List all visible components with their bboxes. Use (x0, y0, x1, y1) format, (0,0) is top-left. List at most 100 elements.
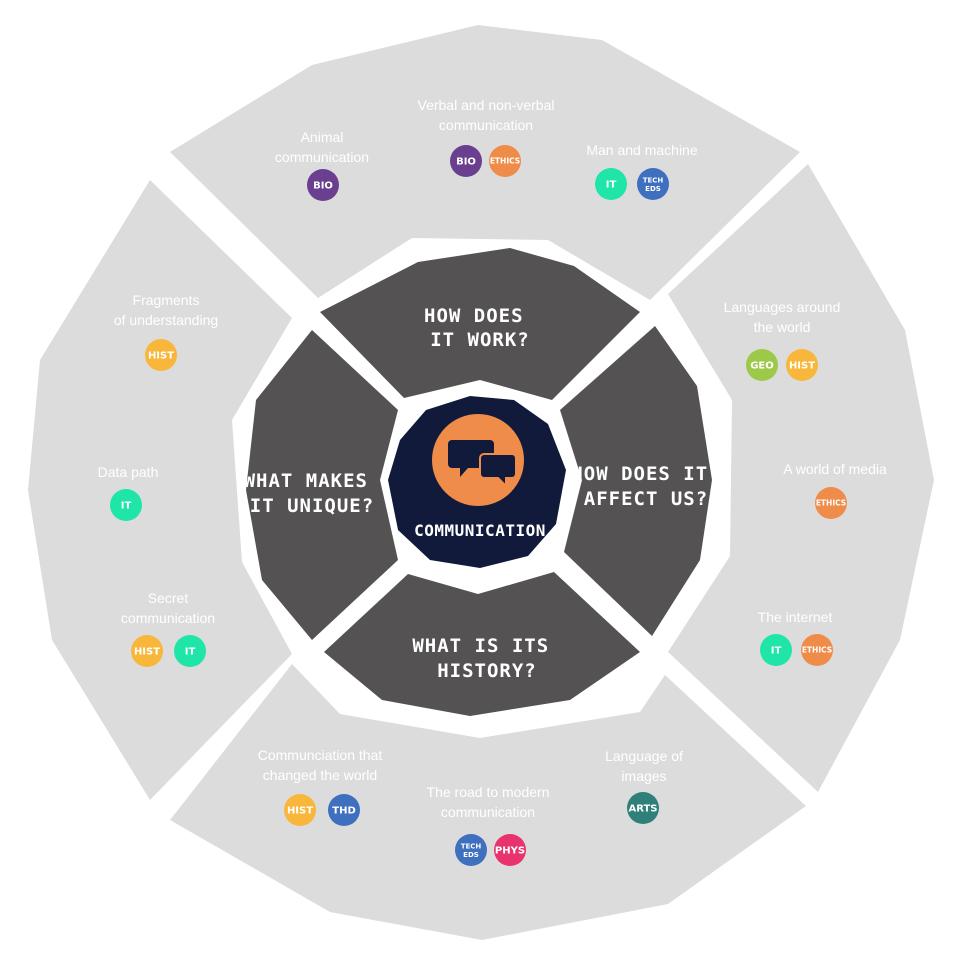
inner-ring (246, 248, 712, 716)
subject-badge-it: IT (760, 634, 792, 666)
inner-segment-bottom (324, 572, 640, 716)
badge-circle (284, 794, 316, 826)
badge-circle (307, 169, 339, 201)
subject-badge-ethics: ETHICS (815, 487, 847, 519)
badge-circle (746, 349, 778, 381)
badge-label: HIST (789, 361, 815, 372)
badge-circle (145, 339, 177, 371)
subject-badge-hist: HIST (131, 635, 163, 667)
badge-circle (110, 489, 142, 521)
topic-label: Data path (98, 464, 159, 480)
badge-label: HIST (287, 806, 313, 817)
topic-label: The internet (758, 609, 833, 625)
hub-title: COMMUNICATION (414, 521, 546, 540)
badge-circle (131, 635, 163, 667)
badge-circle (489, 145, 521, 177)
subject-badge-arts: ARTS (627, 792, 659, 824)
badge-label: HIST (134, 647, 160, 658)
hub: COMMUNICATION (388, 396, 566, 568)
subject-badge-it: IT (110, 489, 142, 521)
subject-badge-ethics: ETHICS (801, 634, 833, 666)
badge-label: IT (771, 646, 782, 657)
outer-segment-left (28, 180, 292, 800)
outer-segment-bottom (170, 664, 806, 940)
subject-badge-it: IT (174, 635, 206, 667)
badge-label: ARTS (628, 804, 657, 815)
subject-badge-thd: THD (328, 794, 360, 826)
badge-label: HIST (148, 351, 174, 362)
badge-circle (627, 792, 659, 824)
badge-circle (815, 487, 847, 519)
subject-badge-ethics: ETHICS (489, 145, 521, 177)
badge-circle (174, 635, 206, 667)
badge-label: IT (121, 501, 132, 512)
badge-label: PHYS (495, 846, 525, 857)
subject-badge-hist: HIST (786, 349, 818, 381)
question-top: HOW DOES IT WORK? (424, 305, 536, 351)
outer-segment-top (170, 25, 800, 300)
questions: HOW DOES IT WORK? HOW DOES IT AFFECT US?… (244, 305, 720, 682)
badge-label: THD (332, 806, 356, 817)
subject-badge-bio: BIO (450, 145, 482, 177)
speech-bubbles-icon (448, 440, 517, 489)
badge-circle (801, 634, 833, 666)
inner-segment-left (246, 330, 398, 640)
subject-badge-hist: HIST (145, 339, 177, 371)
badge-label: ETHICS (816, 499, 846, 508)
badge-circle (455, 834, 487, 866)
badge-label: GEO (750, 361, 774, 372)
badge-circle (494, 834, 526, 866)
badge-circle (786, 349, 818, 381)
outer-segment-right (668, 164, 934, 792)
badge-circle (595, 168, 627, 200)
question-right: HOW DOES IT AFFECT US? (571, 463, 720, 510)
badge-label: BIO (313, 181, 333, 192)
question-bottom: WHAT IS ITS HISTORY? (412, 635, 561, 682)
outer-ring (28, 25, 934, 940)
badge-label: IT (185, 647, 196, 658)
subject-badge-hist: HIST (284, 794, 316, 826)
inner-segment-right (560, 326, 712, 636)
subject-badge-bio: BIO (307, 169, 339, 201)
badge-circle (450, 145, 482, 177)
badge-circle (328, 794, 360, 826)
subject-badge-it: IT (595, 168, 627, 200)
subject-badge-geo: GEO (746, 349, 778, 381)
badge-circle (760, 634, 792, 666)
question-left: WHAT MAKES IT UNIQUE? (244, 470, 381, 517)
subject-badge-phys: PHYS (494, 834, 526, 866)
badge-label: IT (606, 180, 617, 191)
inner-segment-top (320, 248, 640, 400)
badge-label: ETHICS (490, 157, 520, 166)
topic-label: Man and machine (586, 142, 698, 158)
badge-label: BIO (456, 157, 476, 168)
badge-label: ETHICS (802, 646, 832, 655)
topic-label: A world of media (783, 461, 887, 477)
